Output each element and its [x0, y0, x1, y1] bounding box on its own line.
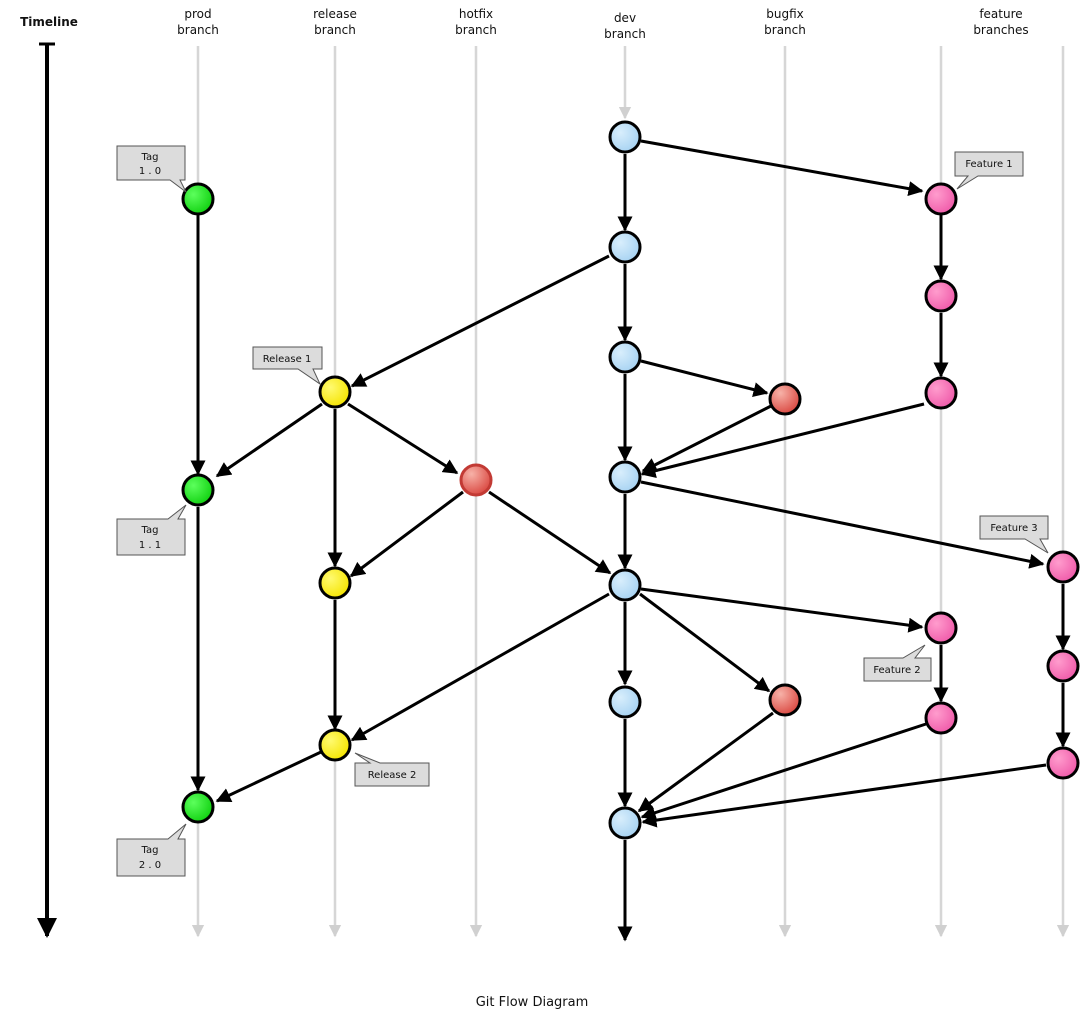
lane-header-bugfix: bugfix branch: [764, 7, 806, 37]
commit-node-prod: [181, 473, 215, 507]
commit-node-dev: [608, 120, 642, 154]
callout-text: Release 2: [368, 770, 417, 781]
edge: [640, 139, 924, 197]
callout-feature-2: Feature 2: [863, 644, 932, 682]
callout-tag-2-0: Tag 2 . 0: [116, 823, 187, 877]
lane-header-line2: branch: [604, 27, 646, 41]
callout-line2: 1 . 1: [139, 540, 161, 551]
lane-header-line1: hotfix: [459, 7, 493, 21]
lane-header-line1: dev: [614, 11, 636, 25]
edge: [347, 402, 459, 475]
lane-header-release: release branch: [313, 7, 357, 37]
callout-release-2: Release 2: [354, 752, 430, 787]
callout-bubble: [979, 515, 1049, 554]
commit-node-dev: [608, 340, 642, 374]
callout-line2: 1 . 0: [139, 166, 161, 177]
lane-header-dev: dev branch: [604, 11, 646, 41]
lane-header-line1: bugfix: [766, 7, 804, 21]
edge: [640, 359, 769, 397]
callout-bubble: [116, 823, 187, 877]
edge: [640, 480, 1045, 569]
commit-node-release: [318, 375, 352, 409]
commit-node-feature: [1046, 550, 1080, 584]
diagram-title: Git Flow Diagram: [476, 995, 589, 1010]
timeline-label: Timeline: [20, 15, 78, 29]
lane-header-line2: branch: [177, 23, 219, 37]
edge: [637, 711, 774, 813]
callout-text: Feature 3: [990, 523, 1037, 534]
edge: [641, 763, 1047, 828]
callout-feature-3: Feature 3: [979, 515, 1049, 554]
commit-node-hotfix: [459, 463, 493, 497]
commit-node-dev: [608, 685, 642, 719]
lane-header-line1: prod: [184, 7, 211, 21]
commit-node-feature: [924, 701, 958, 735]
callout-bubble: [116, 504, 187, 556]
callout-line1: Tag: [141, 152, 159, 163]
callout-text: Feature 1: [965, 159, 1012, 170]
edge: [639, 592, 771, 693]
commit-node-bugfix: [768, 683, 802, 717]
commit-node-release: [318, 566, 352, 600]
lane-header-line2: branch: [455, 23, 497, 37]
commit-node-release: [318, 728, 352, 762]
edge: [640, 402, 925, 479]
commit-node-feature: [1046, 746, 1080, 780]
callout-bubble: [354, 752, 430, 787]
edge: [640, 587, 924, 633]
callout-line1: Tag: [141, 525, 159, 536]
commit-node-dev: [608, 460, 642, 494]
callout-release-1: Release 1: [252, 346, 323, 386]
callout-bubble: [863, 644, 932, 682]
edge: [215, 402, 323, 478]
callout-line2: 2 . 0: [139, 860, 161, 871]
callout-line1: Tag: [141, 845, 159, 856]
commit-node-bugfix: [768, 382, 802, 416]
edge: [349, 490, 464, 578]
commit-node-prod: [181, 790, 215, 824]
commit-nodes: [181, 120, 1080, 840]
callout-text: Feature 2: [873, 665, 920, 676]
lane-header-feature: feature branches: [973, 7, 1028, 37]
lane-header-line1: feature: [979, 7, 1022, 21]
callout-bubble: [954, 151, 1024, 190]
commit-node-dev: [608, 230, 642, 264]
callout-tag-1-1: Tag 1 . 1: [116, 504, 187, 556]
edge: [350, 254, 610, 388]
commit-node-feature: [924, 611, 958, 645]
callout-tag-1-0: Tag 1 . 0: [116, 145, 187, 193]
lane-header-prod: prod branch: [177, 7, 219, 37]
lane-header-line2: branches: [973, 23, 1028, 37]
callout-bubble: [252, 346, 323, 386]
commit-node-dev: [608, 568, 642, 602]
callout-feature-1: Feature 1: [954, 151, 1024, 190]
edge: [488, 490, 612, 575]
flow-edges: [190, 139, 1071, 942]
edge: [215, 750, 322, 803]
callout-text: Release 1: [263, 354, 312, 365]
lane-header-line2: branch: [314, 23, 356, 37]
edge: [640, 722, 927, 820]
callout-bubble: [116, 145, 187, 193]
commit-node-feature: [924, 279, 958, 313]
lane-header-hotfix: hotfix branch: [455, 7, 497, 37]
lane-header-line1: release: [313, 7, 357, 21]
commit-node-feature: [924, 376, 958, 410]
lane-header-line2: branch: [764, 23, 806, 37]
commit-node-feature: [924, 182, 958, 216]
commit-node-dev: [608, 806, 642, 840]
commit-node-feature: [1046, 649, 1080, 683]
edge: [350, 592, 610, 742]
edge: [641, 404, 772, 473]
timeline-axis: [37, 42, 57, 938]
commit-node-prod: [181, 182, 215, 216]
